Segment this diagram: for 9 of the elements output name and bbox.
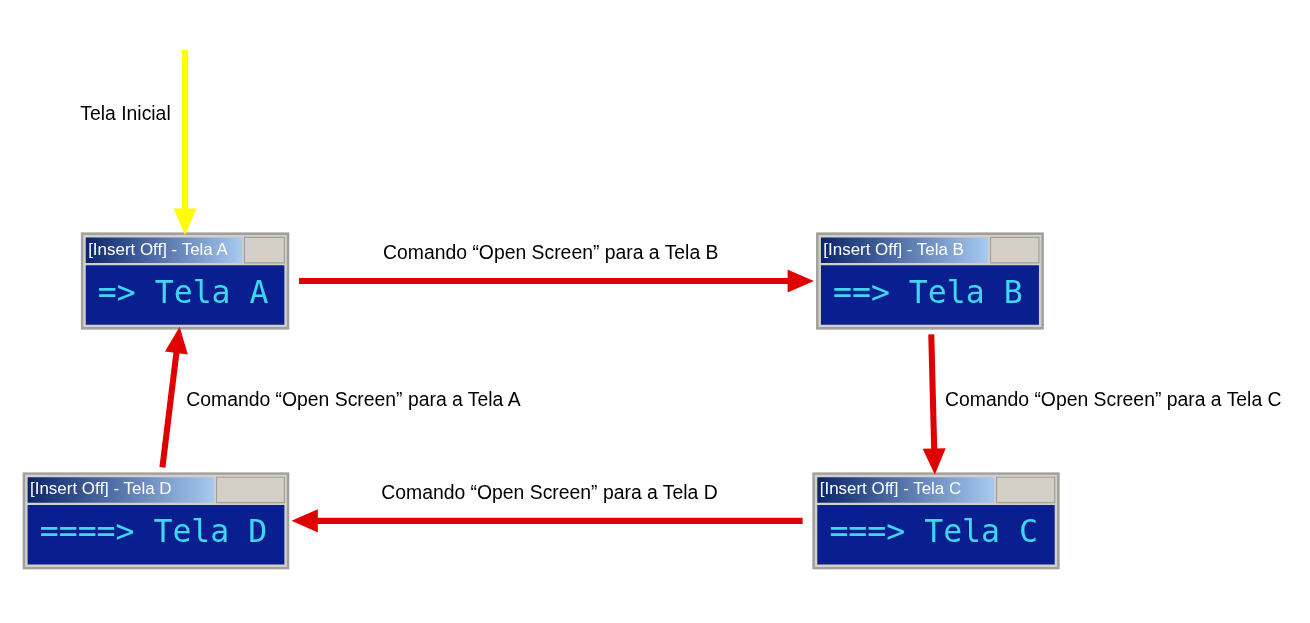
- arrow: [922, 334, 946, 475]
- edge-label: Comando “Open Screen” para a Tela B: [383, 241, 719, 264]
- edge-label: Comando “Open Screen” para a Tela C: [945, 387, 1282, 410]
- arrow: [291, 509, 803, 533]
- edge-label: Comando “Open Screen” para a Tela D: [381, 480, 718, 503]
- edge-label: Comando “Open Screen” para a Tela A: [186, 387, 521, 410]
- edge-label: Tela Inicial: [80, 101, 171, 124]
- arrow: [173, 49, 197, 235]
- arrow: [159, 326, 188, 468]
